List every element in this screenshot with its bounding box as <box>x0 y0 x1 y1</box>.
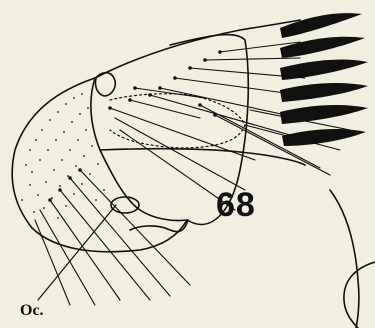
ocellus-label: Oc. <box>20 302 44 320</box>
basal-knob <box>95 73 115 96</box>
setae-sockets <box>48 50 222 202</box>
cone-top-edge <box>95 20 300 78</box>
setae <box>35 42 350 305</box>
apical-spines <box>280 13 368 146</box>
figure-number: 68 <box>216 186 256 225</box>
cone-bottom-edge <box>100 149 305 165</box>
stippling <box>21 93 105 219</box>
